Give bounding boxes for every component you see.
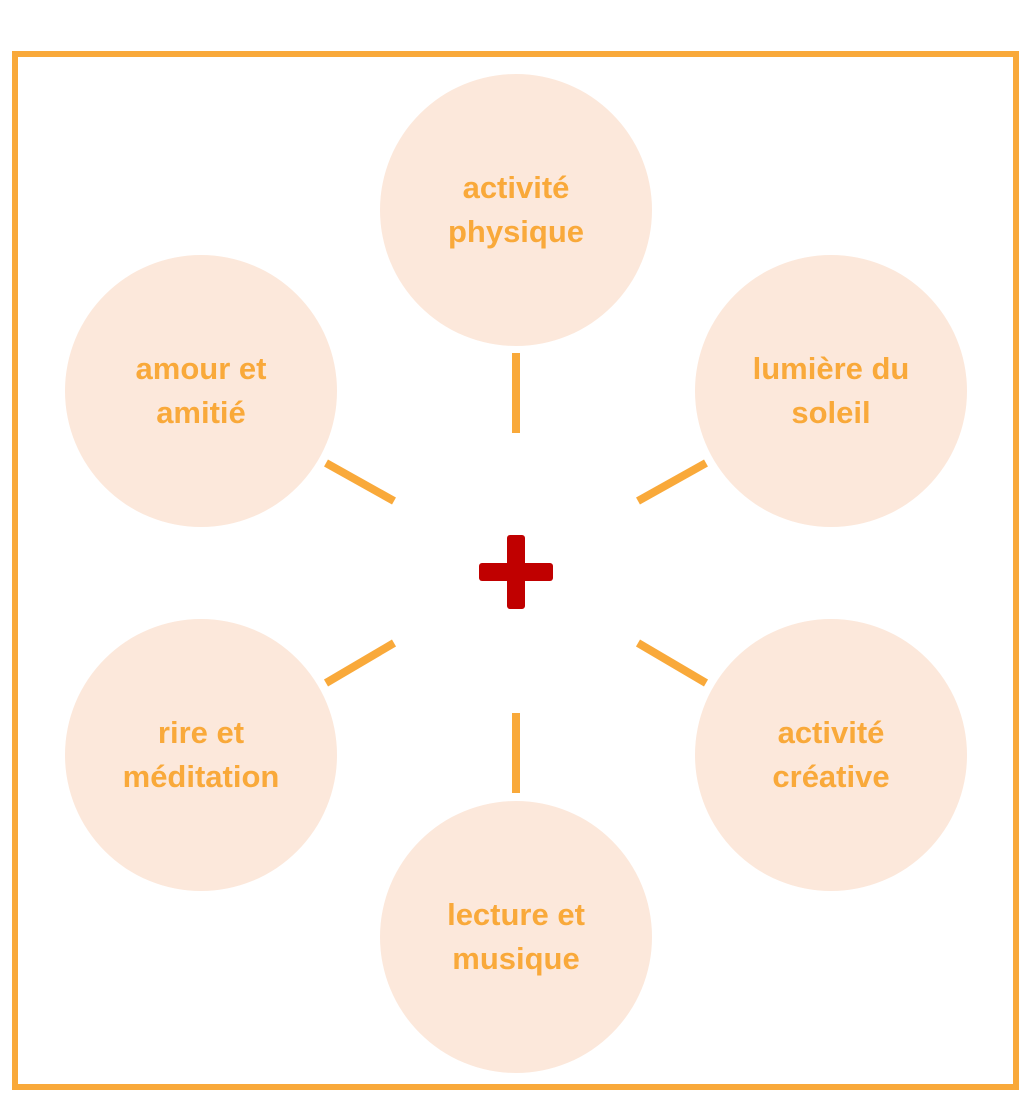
connector-upper-right	[636, 459, 708, 505]
node-rire-et-meditation: rire et méditation	[65, 619, 337, 891]
center-plus-icon	[479, 535, 553, 609]
node-label: lumière du soleil	[752, 351, 910, 430]
node-lecture-et-musique: lecture et musique	[380, 801, 652, 1073]
node-label: activité créative	[772, 715, 890, 794]
node-lumiere-du-soleil: lumière du soleil	[695, 255, 967, 527]
node-label: rire et méditation	[122, 715, 280, 794]
connector-upper-left	[324, 459, 396, 505]
node-label: lecture et musique	[447, 897, 585, 976]
node-activite-creative: activité créative	[695, 619, 967, 891]
connector-lower-right	[635, 639, 709, 687]
node-label: amour et amitié	[135, 351, 267, 430]
diagram-frame	[12, 51, 1019, 1090]
node-amour-et-amitie: amour et amitié	[65, 255, 337, 527]
connector-lower-left	[323, 639, 397, 687]
node-activite-physique: activité physique	[380, 74, 652, 346]
node-label: activité physique	[447, 170, 585, 249]
